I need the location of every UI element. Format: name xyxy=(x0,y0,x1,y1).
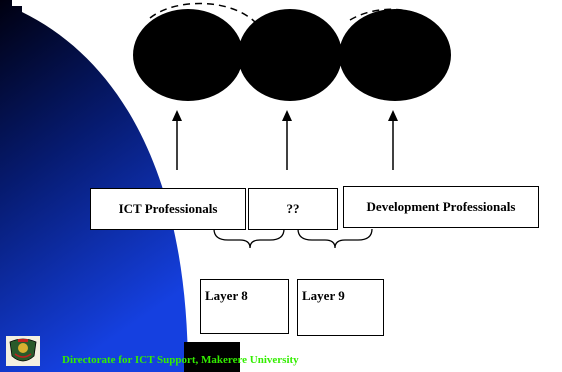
cloud-blob-middle xyxy=(238,9,342,101)
footer-caption: Directorate for ICT Support, Makerere Un… xyxy=(62,354,299,366)
box-layer-8-label: Layer 8 xyxy=(205,288,248,303)
background-curve-panel xyxy=(0,0,188,372)
box-development-professionals: Development Professionals xyxy=(343,186,539,228)
brace-left xyxy=(213,228,285,249)
box-ict-professionals-label: ICT Professionals xyxy=(118,201,218,216)
box-development-professionals-label: Development Professionals xyxy=(366,199,516,214)
cloud-dashed-outline xyxy=(149,2,436,26)
cloud-group xyxy=(133,2,451,101)
box-ict-professionals: ICT Professionals xyxy=(90,188,246,230)
cloud-blob-right xyxy=(339,9,451,101)
box-layer-8: Layer 8 xyxy=(200,279,289,334)
box-unknown: ?? xyxy=(248,188,338,230)
box-unknown-label: ?? xyxy=(286,201,300,216)
arrows xyxy=(172,110,398,170)
cloud-blob-left xyxy=(133,9,243,101)
arrow-middle-head xyxy=(282,110,292,121)
braces xyxy=(213,228,373,249)
footer-black-block xyxy=(184,342,240,372)
arrow-right-head xyxy=(388,110,398,121)
arrow-left-head xyxy=(172,110,182,121)
brace-right xyxy=(297,228,373,249)
box-layer-9-label: Layer 9 xyxy=(302,288,345,303)
box-layer-9: Layer 9 xyxy=(297,279,384,336)
university-logo-icon xyxy=(6,336,40,366)
